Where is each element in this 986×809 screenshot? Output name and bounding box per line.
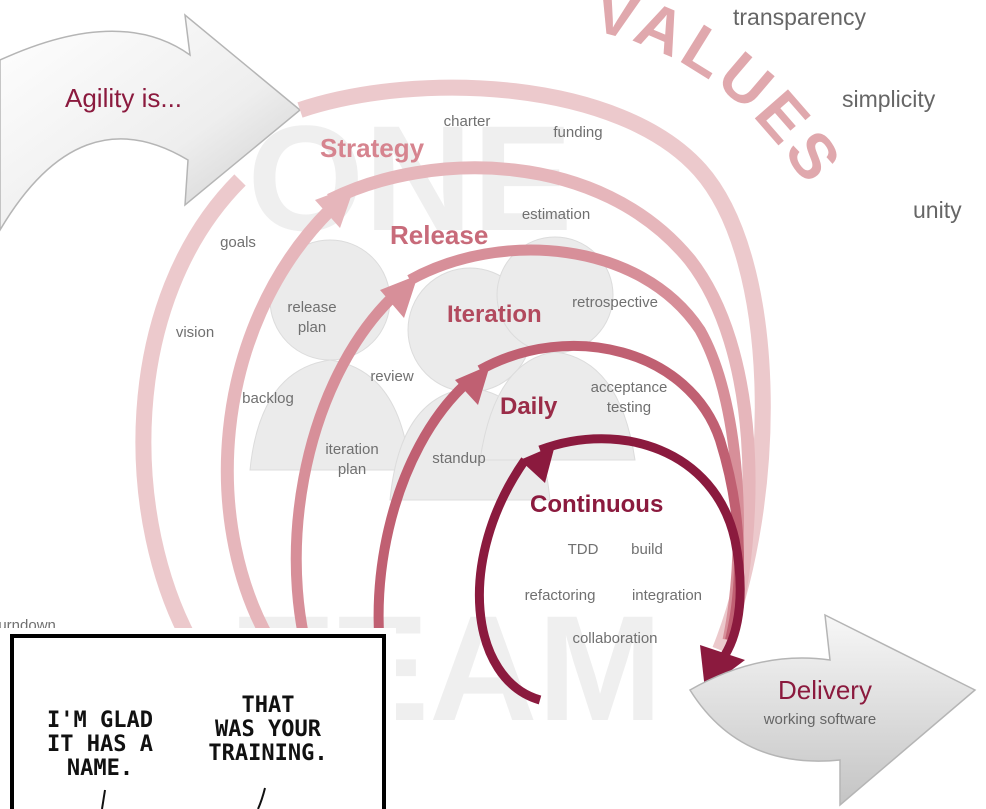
agility-is-label: Agility is...	[65, 83, 182, 113]
comic-right-line1: THAT	[242, 693, 295, 718]
value-simplicity: simplicity	[842, 86, 936, 112]
comic-right-line3: TRAINING.	[208, 741, 327, 766]
level-daily: Daily	[500, 393, 558, 420]
term-tdd: TDD	[568, 541, 599, 558]
team-silhouettes	[249, 236, 636, 501]
term-build: build	[631, 541, 663, 558]
comic-left-line1: I'M GLAD	[47, 708, 153, 733]
level-release: Release	[390, 220, 488, 250]
comic-speech-tail-right	[257, 787, 266, 809]
level-continuous: Continuous	[530, 491, 663, 518]
term-charter: charter	[444, 113, 491, 130]
comic-speech-tail-left	[101, 789, 106, 809]
level-iteration: Iteration	[447, 301, 542, 328]
term-refactoring: refactoring	[525, 587, 596, 604]
term-integration: integration	[632, 587, 702, 604]
term-standup: standup	[432, 450, 485, 467]
agility-input-arrow	[0, 13, 302, 232]
comic-left-line2: IT HAS A	[47, 732, 153, 757]
strategy-ring	[135, 79, 771, 654]
delivery-title: Delivery	[778, 675, 872, 705]
term-review: review	[370, 368, 414, 385]
term-vision: vision	[176, 324, 214, 341]
term-backlog: backlog	[242, 390, 294, 407]
value-transparency: transparency	[733, 4, 866, 30]
level-strategy: Strategy	[320, 133, 425, 163]
term-goals: goals	[220, 234, 256, 251]
comic-left-line3: NAME.	[67, 756, 133, 781]
comic-right-line2: WAS YOUR	[215, 717, 322, 742]
delivery-subtitle: working software	[763, 711, 877, 728]
term-funding: funding	[553, 124, 602, 141]
term-estimation: estimation	[522, 206, 590, 223]
term-retrospective: retrospective	[572, 294, 658, 311]
comic-panel: I'M GLAD IT HAS A NAME. THAT WAS YOUR TR…	[0, 628, 396, 809]
delivery-arrow	[688, 613, 977, 807]
release-ring	[220, 161, 756, 654]
term-collaboration: collaboration	[572, 630, 657, 647]
value-unity: unity	[913, 197, 962, 223]
